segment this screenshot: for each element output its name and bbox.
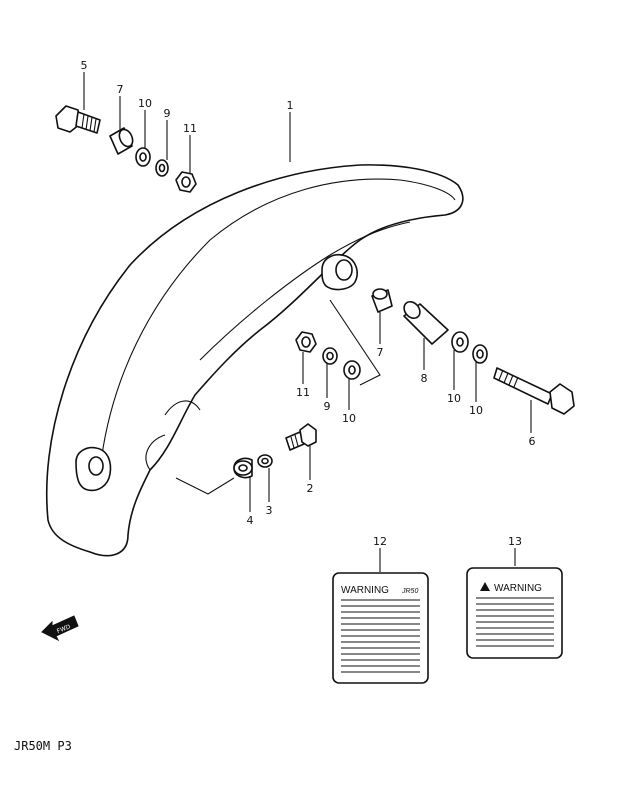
callout-13: 13 xyxy=(508,535,522,548)
nut-11-upper xyxy=(175,171,197,193)
callout-4: 4 xyxy=(247,514,254,527)
callout-8: 8 xyxy=(421,372,428,385)
callout-7-right: 7 xyxy=(377,346,384,359)
washer-10-right-c xyxy=(343,360,361,380)
callout-11-right: 11 xyxy=(296,386,310,399)
warning-label-12: WARNING JR50 xyxy=(332,572,429,684)
washer-10-right-a xyxy=(451,331,469,353)
callout-10-right-a: 10 xyxy=(447,392,461,405)
callout-6: 6 xyxy=(529,435,536,448)
fender-rear-boss xyxy=(321,254,381,386)
label-12-heading: WARNING xyxy=(341,585,389,596)
label-13-heading: WARNING xyxy=(494,583,542,594)
label-12-model: JR50 xyxy=(401,588,418,595)
front-mount-leader xyxy=(175,477,235,495)
page-code: JR50M P3 xyxy=(14,739,72,753)
callout-9-upper: 9 xyxy=(164,107,171,120)
washer-9-right xyxy=(322,347,338,365)
warning-triangle-icon xyxy=(480,582,490,591)
bolt-2 xyxy=(285,423,317,451)
washer-3 xyxy=(257,454,273,468)
bolt-6 xyxy=(493,367,575,415)
callout-1: 1 xyxy=(287,99,294,112)
nut-11-right xyxy=(295,331,317,353)
callout-11-upper: 11 xyxy=(183,122,197,135)
washer-10-right-b xyxy=(472,344,488,364)
collar-7-right xyxy=(371,288,393,313)
collar-7-upper xyxy=(109,127,134,155)
callout-9-right: 9 xyxy=(324,400,331,413)
washer-10-upper xyxy=(135,147,151,167)
callout-7-upper: 7 xyxy=(117,83,124,96)
fwd-arrow-text: FWD xyxy=(56,623,72,635)
label-12-text-lines xyxy=(341,599,420,673)
washer-9-upper xyxy=(155,159,169,177)
callout-5: 5 xyxy=(81,59,88,72)
callout-numbers: 1 5 7 10 9 11 7 8 10 10 6 11 9 10 2 3 4 … xyxy=(81,59,536,548)
callout-2: 2 xyxy=(307,482,314,495)
callout-10-right-c: 10 xyxy=(342,412,356,425)
warning-label-13: WARNING xyxy=(466,567,563,659)
fender-front-boss xyxy=(75,446,112,492)
collar-4 xyxy=(233,457,253,479)
bolt-5 xyxy=(55,105,101,134)
fwd-arrow-icon: FWD xyxy=(41,615,79,642)
callout-3: 3 xyxy=(266,504,273,517)
callout-leaders xyxy=(83,72,532,572)
callout-12: 12 xyxy=(373,535,387,548)
spacer-8 xyxy=(403,300,449,345)
front-fender xyxy=(45,164,464,557)
callout-10-right-b: 10 xyxy=(469,404,483,417)
callout-10-upper: 10 xyxy=(138,97,152,110)
label-13-text-lines xyxy=(476,597,554,647)
